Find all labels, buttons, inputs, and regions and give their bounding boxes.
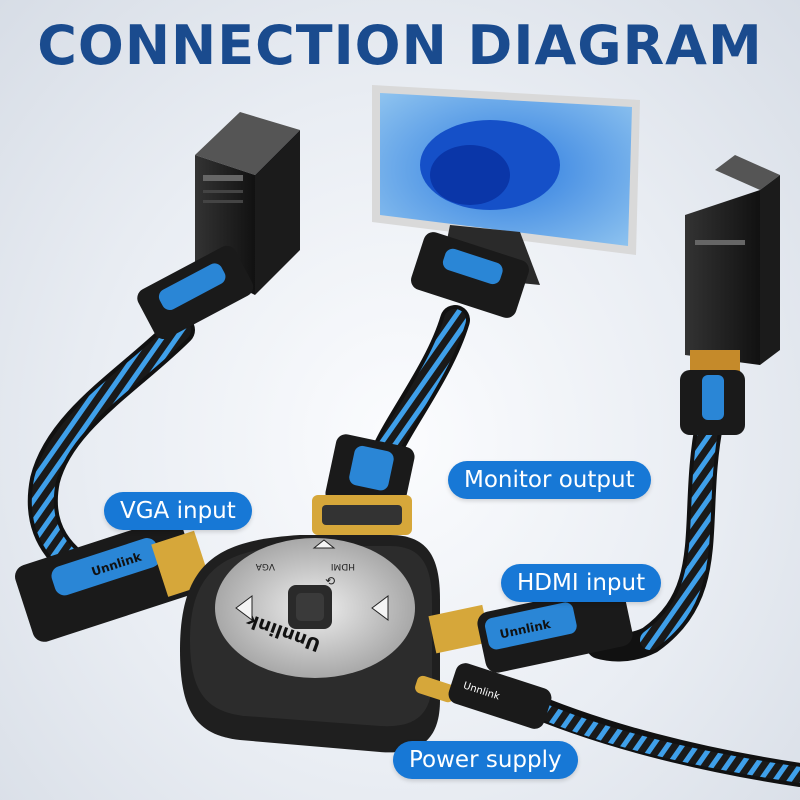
cables	[27, 305, 800, 787]
arrow-up-icon	[312, 539, 336, 549]
monitor	[372, 85, 640, 285]
label-hdmi-input: HDMI input	[501, 564, 662, 602]
label-vga-input: VGA input	[104, 492, 252, 530]
arrow-left-icon	[235, 595, 253, 621]
swap-icon: ⟲	[325, 574, 335, 588]
port-label-hdmi: HDMI	[331, 561, 355, 571]
hdmi-connector-pc	[680, 350, 745, 435]
vga-connector-switch-top	[312, 434, 415, 535]
pc-tower-right	[685, 155, 780, 365]
label-power-supply: Power supply	[393, 741, 578, 779]
switch-device: VGA HDMI Unnlink ⟲	[180, 535, 440, 753]
hdmi-connector-switch: Unnlink	[428, 585, 633, 673]
vga-connector-pc-left	[137, 245, 254, 340]
page-title: CONNECTION DIAGRAM	[37, 14, 763, 77]
label-monitor-output: Monitor output	[448, 461, 651, 499]
arrow-right-icon	[371, 595, 389, 621]
port-label-vga: VGA	[255, 561, 275, 571]
vga-connector-monitor	[411, 232, 529, 318]
usb-c-connector: Unnlink	[415, 663, 552, 729]
